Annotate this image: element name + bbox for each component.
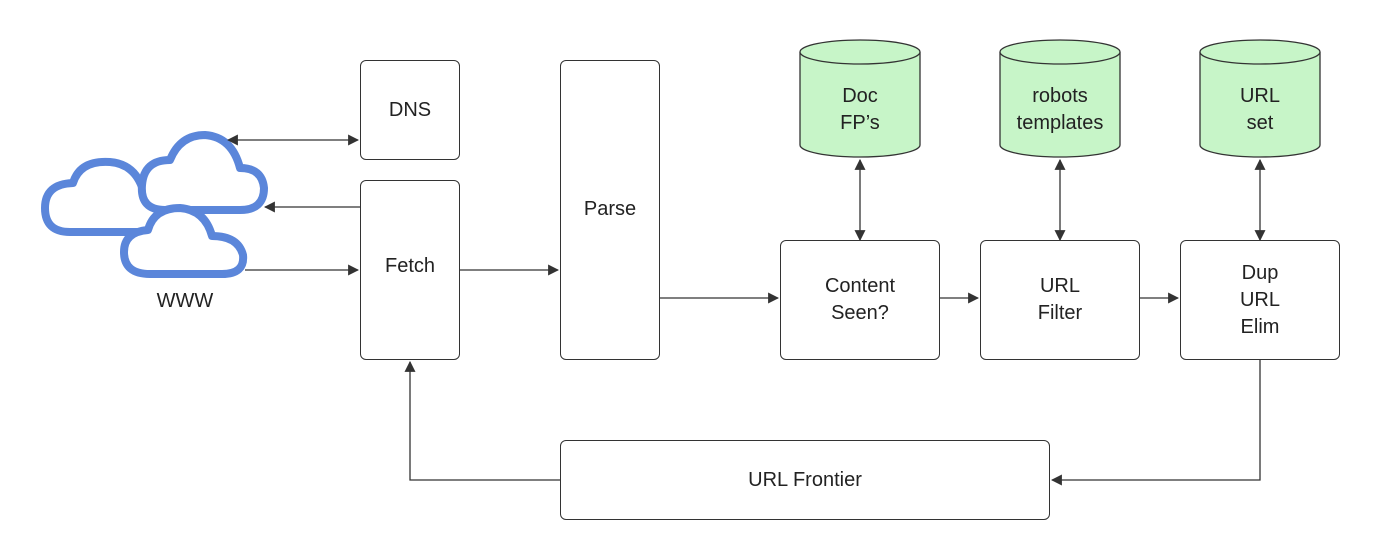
dup-url-elim-node: Dup URL Elim — [1180, 240, 1340, 360]
url-set-label: URL set — [1200, 72, 1320, 148]
url-set-line-1: URL — [1239, 85, 1280, 107]
parse-label: Parse — [583, 198, 637, 220]
robots-templates-line-1: robots — [1032, 85, 1088, 107]
www-cloud-icon — [41, 131, 268, 278]
robots-templates-label: robots templates — [1000, 72, 1120, 148]
doc-fps-line-2: FP’s — [840, 112, 880, 134]
edge-frontier-fetch — [404, 360, 560, 481]
url-filter-line-1: URL — [1039, 275, 1080, 297]
fetch-node: Fetch — [360, 180, 460, 360]
cylinder-url-set — [1199, 39, 1321, 158]
cloud-icon — [120, 204, 248, 278]
url-frontier-label: URL Frontier — [748, 468, 862, 491]
dns-node: DNS — [360, 60, 460, 160]
edge-dup-frontier — [1050, 360, 1261, 486]
url-frontier-node: URL Frontier — [560, 440, 1050, 520]
url-set-line-2: set — [1246, 112, 1274, 134]
content-seen-line-1: Content — [824, 275, 896, 297]
url-filter-line-2: Filter — [1037, 302, 1083, 324]
dup-url-elim-line-2: URL — [1239, 288, 1280, 311]
doc-fps-line-1: Doc — [842, 85, 878, 107]
cylinder-robots-templates — [999, 39, 1121, 158]
content-seen-node: Content Seen? — [780, 240, 940, 360]
dup-url-elim-line-1: Dup — [1241, 261, 1279, 284]
url-filter-node: URL Filter — [980, 240, 1140, 360]
cloud-icon — [137, 131, 268, 214]
robots-templates-line-2: templates — [1016, 112, 1104, 134]
parse-node: Parse — [560, 60, 660, 360]
dns-label: DNS — [388, 98, 432, 121]
content-seen-line-2: Seen? — [831, 302, 889, 324]
www-label: WWW — [156, 290, 214, 312]
doc-fps-label: Doc FP’s — [800, 72, 920, 148]
fetch-label: Fetch — [384, 254, 436, 277]
dup-url-elim-line-3: Elim — [1240, 315, 1280, 338]
cylinder-doc-fps — [799, 39, 921, 158]
